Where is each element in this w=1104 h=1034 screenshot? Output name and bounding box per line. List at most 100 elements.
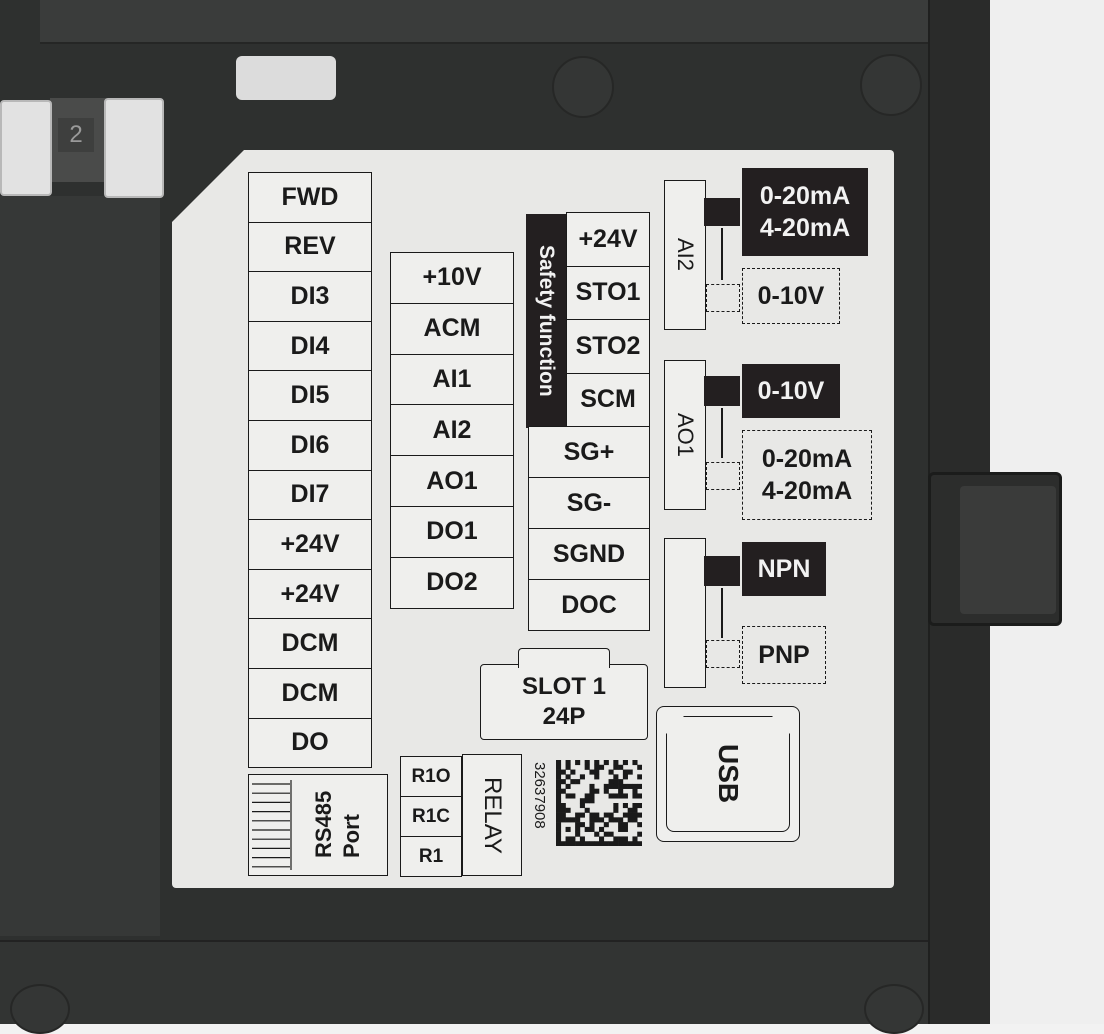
analog-io-terminal: AI1 xyxy=(390,353,514,406)
datamatrix-module xyxy=(637,764,642,770)
side-latch-tab xyxy=(960,486,1056,614)
datamatrix-module xyxy=(632,812,638,818)
datamatrix-module xyxy=(608,793,614,799)
datamatrix-module xyxy=(589,826,595,832)
datamatrix-module xyxy=(603,783,609,789)
datamatrix-module xyxy=(627,817,633,823)
datamatrix-module xyxy=(637,841,642,846)
datamatrix-module xyxy=(608,817,614,823)
datamatrix-module xyxy=(632,783,638,789)
datamatrix-module xyxy=(603,788,609,794)
safety-terminal: SCM xyxy=(566,372,650,427)
datamatrix-module xyxy=(613,807,619,813)
datamatrix-module xyxy=(599,841,605,846)
datamatrix-module xyxy=(613,803,619,809)
datamatrix-module xyxy=(608,831,614,837)
ai2-switch-knob[interactable] xyxy=(704,198,740,226)
datamatrix-module xyxy=(579,836,585,842)
usb-port[interactable]: USB xyxy=(666,716,790,832)
datamatrix-module xyxy=(594,817,600,823)
screw-hole xyxy=(864,984,924,1034)
analog-io-terminal: DO1 xyxy=(390,506,514,558)
datamatrix-module xyxy=(618,826,624,832)
datamatrix-module xyxy=(579,798,585,804)
datamatrix-module xyxy=(556,807,562,813)
analog-io-terminal: +10V xyxy=(390,252,514,304)
datamatrix-module xyxy=(632,836,638,842)
datamatrix-module xyxy=(622,822,628,828)
datamatrix-module xyxy=(622,760,628,766)
digital-io-terminal: REV xyxy=(248,221,372,273)
datamatrix-code xyxy=(556,760,642,846)
datamatrix-module xyxy=(613,779,619,785)
serial-number: 32637908 xyxy=(531,762,548,829)
datamatrix-module xyxy=(575,841,581,846)
datamatrix-module xyxy=(556,817,562,823)
datamatrix-module xyxy=(589,788,595,794)
datamatrix-module xyxy=(613,793,619,799)
datamatrix-module xyxy=(570,779,576,785)
datamatrix-module xyxy=(560,841,566,846)
datamatrix-module xyxy=(622,783,628,789)
datamatrix-module xyxy=(618,788,624,794)
datamatrix-module xyxy=(560,769,566,775)
comm-terminal: SG- xyxy=(528,477,650,529)
datamatrix-module xyxy=(622,793,628,799)
datamatrix-module xyxy=(632,793,638,799)
safety-terminal: STO2 xyxy=(566,319,650,374)
housing-left-panel xyxy=(0,196,160,936)
comm-terminal: DOC xyxy=(528,579,650,631)
datamatrix-module xyxy=(613,783,619,789)
datamatrix-module xyxy=(594,774,600,780)
datamatrix-module xyxy=(570,836,576,842)
option-slot: SLOT 1 24P xyxy=(480,664,648,740)
datamatrix-module xyxy=(575,831,581,837)
slot-name: SLOT 1 xyxy=(521,673,606,700)
rs485-port[interactable] xyxy=(248,774,388,876)
datamatrix-module xyxy=(579,803,585,809)
datamatrix-module xyxy=(613,760,619,766)
ao1-arrow-icon xyxy=(721,408,723,458)
datamatrix-module xyxy=(599,817,605,823)
datamatrix-module xyxy=(579,774,585,780)
datamatrix-module xyxy=(637,803,642,809)
datamatrix-module xyxy=(594,764,600,770)
ai2-alt-range: 0-10V xyxy=(742,268,840,324)
screw-hole xyxy=(552,56,614,118)
datamatrix-module xyxy=(556,812,562,818)
datamatrix-module xyxy=(589,793,595,799)
datamatrix-module xyxy=(603,831,609,837)
datamatrix-module xyxy=(637,793,642,799)
datamatrix-module xyxy=(599,836,605,842)
rs485-label: RS485 Port xyxy=(311,790,364,858)
relay-terminal: R1O xyxy=(400,756,462,797)
datamatrix-module xyxy=(575,779,581,785)
datamatrix-module xyxy=(565,774,571,780)
datamatrix-module xyxy=(608,779,614,785)
datamatrix-module xyxy=(603,812,609,818)
digital-io-terminal: DI6 xyxy=(248,420,372,471)
datamatrix-module xyxy=(622,769,628,775)
datamatrix-module xyxy=(565,764,571,770)
datamatrix-module xyxy=(637,831,642,837)
datamatrix-module xyxy=(637,822,642,828)
datamatrix-module xyxy=(584,760,590,766)
datamatrix-module xyxy=(627,769,633,775)
digital-io-terminal: DO xyxy=(248,717,372,769)
screw-hole xyxy=(10,984,70,1034)
ai2-switch-alt-position xyxy=(706,284,740,312)
npn-pnp-switch-body xyxy=(664,538,706,688)
ai2-arrow-icon xyxy=(721,228,723,280)
datamatrix-module xyxy=(618,764,624,770)
npn-switch-knob[interactable] xyxy=(704,556,740,586)
datamatrix-module xyxy=(599,826,605,832)
ao1-switch-knob[interactable] xyxy=(704,376,740,406)
digital-io-terminal: DI4 xyxy=(248,320,372,372)
datamatrix-module xyxy=(622,803,628,809)
datamatrix-module xyxy=(579,841,585,846)
datamatrix-module xyxy=(594,760,600,766)
relay-terminal: R1 xyxy=(400,836,462,877)
analog-io-terminal: AI2 xyxy=(390,404,514,457)
slot-key xyxy=(518,648,610,668)
datamatrix-module xyxy=(618,779,624,785)
